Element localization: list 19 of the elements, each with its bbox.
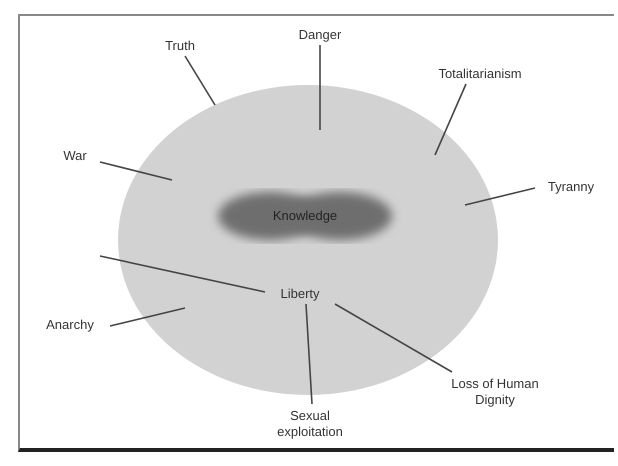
region-label: Liberty <box>265 284 335 304</box>
leader-line <box>305 304 313 404</box>
region-label: Loss of Human Dignity <box>440 372 550 412</box>
leader-line <box>334 303 452 373</box>
leader-line <box>319 45 321 130</box>
region-label: Truth <box>150 36 210 56</box>
leader-line <box>100 161 172 181</box>
leader-line <box>110 307 186 327</box>
region-label: Anarchy <box>30 315 110 335</box>
region-label: Sexual exploitation <box>265 404 355 444</box>
region-label: Danger <box>285 25 355 45</box>
leader-line <box>464 187 536 206</box>
core-blob: Knowledge <box>205 188 405 244</box>
leader-line <box>434 84 467 156</box>
region-label: Totalitarianism <box>415 64 545 84</box>
leader-line <box>100 255 266 293</box>
leader-line <box>184 56 216 106</box>
region-label: War <box>50 146 100 166</box>
region-label: Tyranny <box>535 177 607 197</box>
